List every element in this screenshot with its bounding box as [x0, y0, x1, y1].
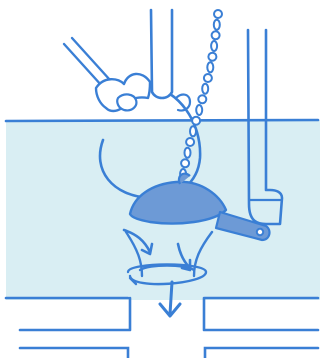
fill-valve-lower	[176, 95, 190, 111]
pipe-lower-left	[20, 348, 128, 358]
float-arm	[64, 38, 110, 86]
chain-link	[214, 20, 220, 30]
chain-link	[208, 53, 216, 61]
chain-link	[196, 105, 202, 115]
chain-link	[186, 138, 194, 146]
chain-link	[192, 117, 200, 125]
pipe-lower-right	[205, 348, 318, 358]
valve-seat-left	[20, 298, 130, 330]
chain-link	[185, 148, 191, 158]
chain-link	[202, 84, 208, 94]
chain-link	[207, 62, 213, 72]
chain-link	[190, 126, 196, 136]
chain-link	[198, 95, 206, 103]
fill-pipe	[151, 10, 172, 98]
valve-seat-right	[204, 298, 318, 330]
chain-link	[211, 41, 217, 51]
water-surface-line	[6, 120, 318, 121]
chain-link	[181, 159, 189, 167]
chain-link	[212, 31, 220, 39]
fill-valve-knob	[117, 94, 136, 110]
chain-link	[204, 74, 212, 82]
chain-link	[214, 10, 222, 18]
flapper-hinge	[257, 229, 263, 235]
